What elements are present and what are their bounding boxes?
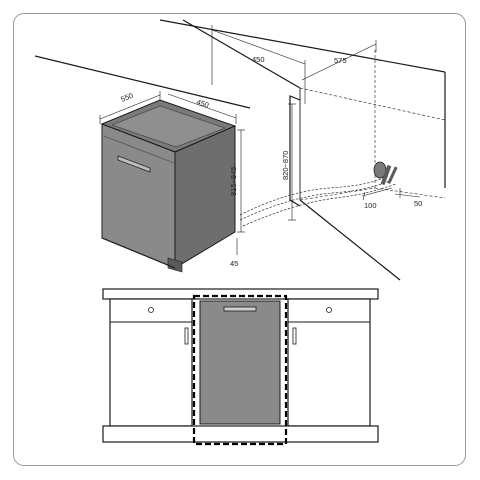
door-handle-icon (292, 327, 297, 345)
left-cabinet (109, 298, 193, 427)
dim-hose-offset: 50 (414, 199, 422, 208)
drawer-knob-icon (326, 307, 332, 313)
door-handle-icon (184, 327, 189, 345)
dishwasher-3d (100, 99, 237, 273)
dim-niche-depth: 575 (334, 56, 347, 65)
installation-highlight (192, 294, 288, 446)
dishwasher-front (199, 300, 281, 425)
dim-appliance-height: 815~845 (229, 167, 238, 196)
dimension-labels: 550 450 450 575 815~845 820~870 45 100 5… (119, 55, 422, 268)
dim-niche-height: 820~870 (281, 151, 290, 180)
right-cabinet (287, 298, 371, 427)
dishwasher-handle-icon (223, 306, 257, 312)
front-elevation (102, 288, 379, 446)
dim-appliance-depth: 550 (119, 91, 134, 104)
dim-niche-width: 450 (252, 55, 265, 64)
dim-appliance-width: 450 (195, 97, 210, 109)
plinth (102, 425, 379, 443)
worktop (102, 288, 379, 300)
water-tap-icon (373, 161, 398, 186)
dim-plinth-gap: 45 (230, 259, 238, 268)
drawer-knob-icon (148, 307, 154, 313)
dim-hose-position: 100 (364, 201, 377, 210)
hoses (239, 175, 397, 227)
dimension-lines (99, 25, 421, 255)
wall-and-worktop (34, 19, 446, 281)
